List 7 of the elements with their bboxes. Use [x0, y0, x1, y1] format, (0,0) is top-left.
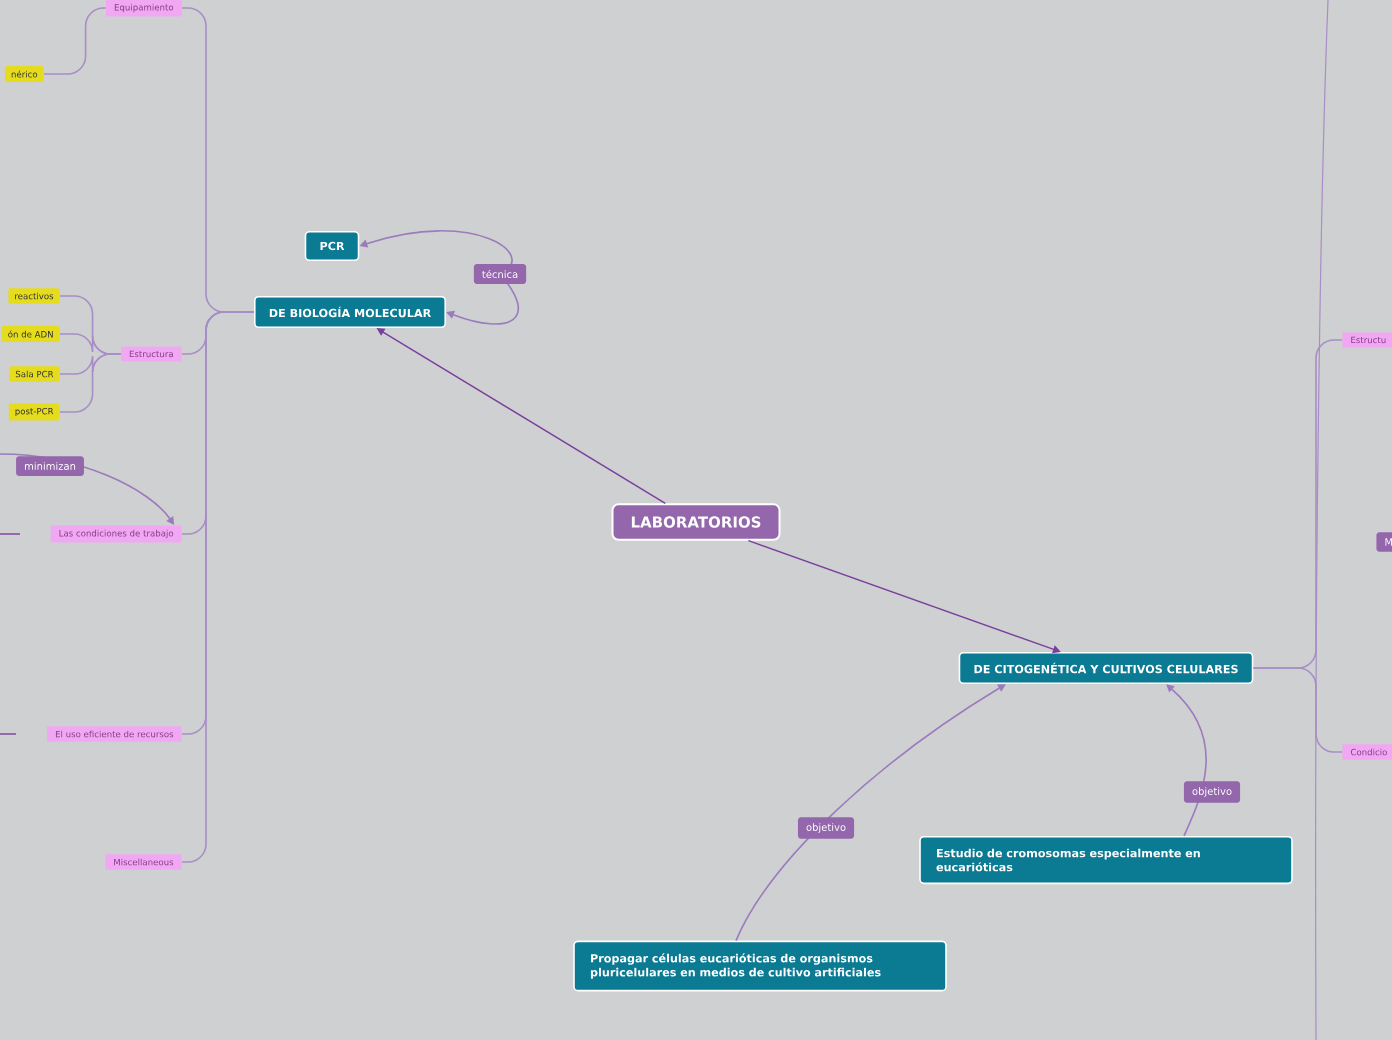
connector-line — [181, 311, 255, 863]
connector-line — [1252, 667, 1343, 753]
arrow — [1166, 684, 1207, 837]
arrow — [735, 684, 1006, 942]
connector-line — [59, 353, 122, 413]
connector-line — [43, 7, 107, 75]
arrow — [747, 539, 1061, 654]
